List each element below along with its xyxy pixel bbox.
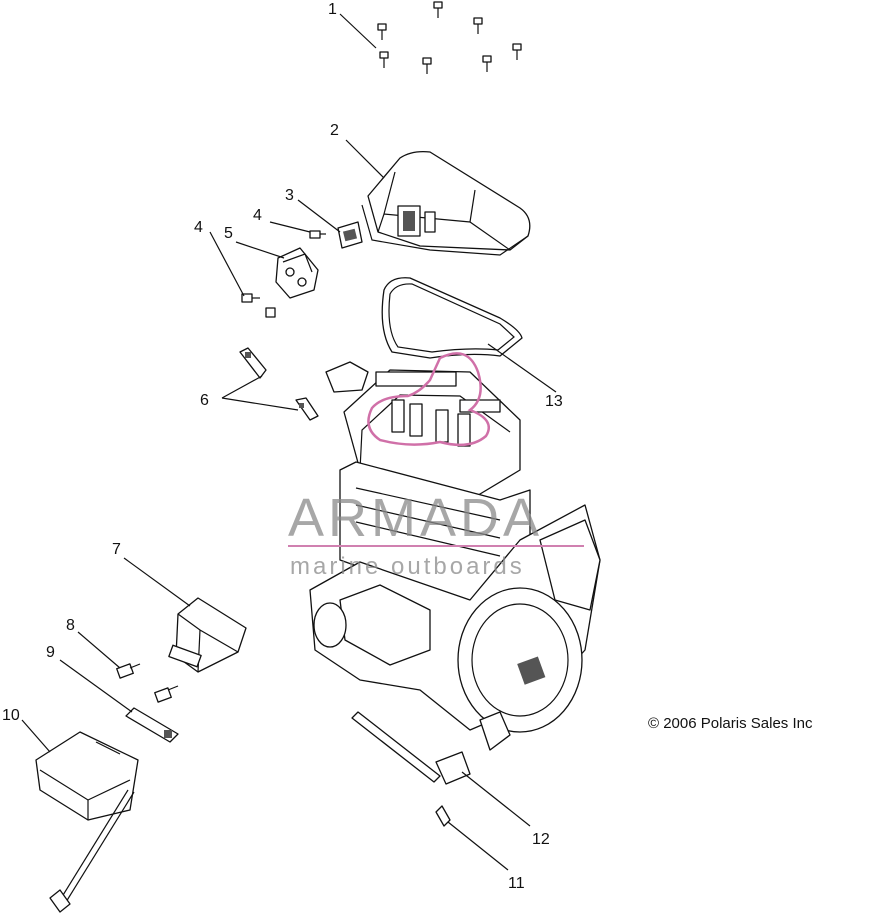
callout-8: 8 [66, 617, 75, 634]
callout-1: 1 [328, 1, 337, 18]
sensor-upper [239, 347, 267, 379]
leader-lines [21, 13, 557, 871]
callout-13: 13 [545, 393, 563, 410]
breather-plate [337, 221, 363, 249]
callout-10: 10 [2, 707, 20, 724]
housing-bolt-upper [309, 230, 326, 239]
dipstick [351, 711, 471, 785]
callout-7: 7 [112, 541, 121, 558]
housing-bolt-lower [241, 293, 260, 303]
callout-9: 9 [46, 644, 55, 661]
callout-12: 12 [532, 831, 550, 848]
copyright-notice: © 2006 Polaris Sales Inc [648, 715, 813, 732]
watermark-brand: ARMADA [288, 488, 543, 548]
watermark-tagline: marine outboards [290, 553, 525, 580]
callout-2: 2 [330, 122, 339, 139]
watermark-ring-icon [367, 352, 490, 447]
callout-5: 5 [224, 225, 233, 242]
watermark-logo: ARMADA marine outboards [288, 352, 584, 580]
thermostat-housing [265, 247, 319, 318]
intake-boot [168, 597, 247, 673]
callout-6: 6 [200, 392, 209, 409]
callout-labels: 1 2 3 4 4 5 6 7 8 9 10 11 12 13 [2, 1, 563, 892]
callout-11: 11 [508, 875, 525, 892]
callout-4b: 4 [194, 219, 203, 236]
throttle-body [35, 731, 139, 913]
cover-gasket [381, 277, 523, 359]
engine-assembly [309, 361, 601, 751]
intake-bolt [116, 663, 141, 679]
pin [435, 805, 451, 827]
sensor-lower [295, 397, 319, 421]
callout-3: 3 [285, 187, 294, 204]
callout-4a: 4 [253, 207, 262, 224]
breather-tube [125, 707, 179, 743]
intake-bolt-2 [154, 685, 179, 703]
valve-cover [361, 150, 531, 256]
bolt-set [377, 1, 522, 74]
